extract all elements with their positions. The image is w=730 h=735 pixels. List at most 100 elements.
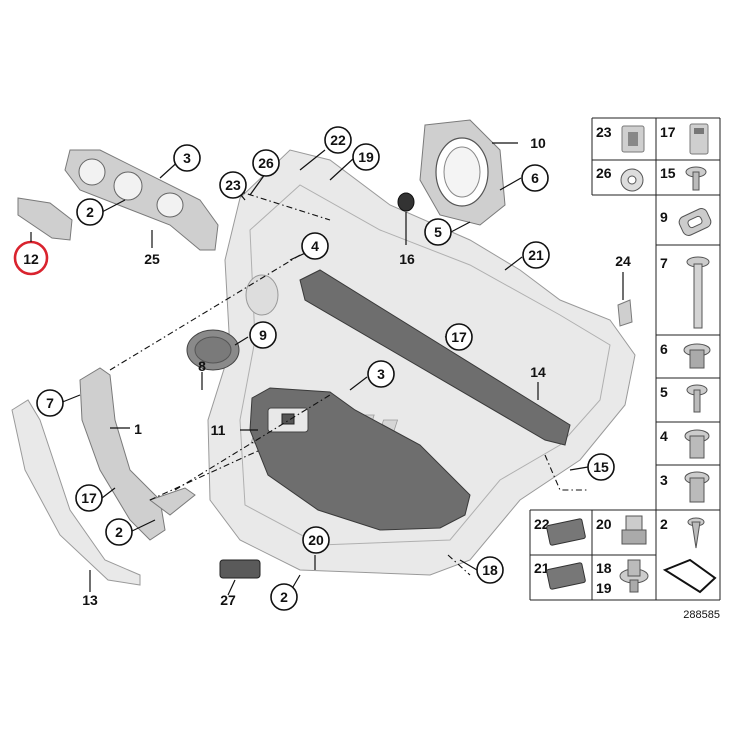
label-8: 8 — [198, 358, 206, 374]
callout-4: 4 — [301, 232, 329, 260]
screw-icon-5 — [686, 384, 708, 413]
label-13: 13 — [82, 592, 98, 608]
callout-18: 18 — [476, 556, 504, 584]
grid-label-19: 19 — [596, 580, 612, 596]
callout-9: 9 — [249, 321, 277, 349]
speaker-opening — [245, 274, 279, 316]
svg-text:10: 10 — [530, 135, 546, 151]
grid-label-3: 3 — [660, 472, 668, 488]
grid-label-2: 2 — [660, 516, 668, 532]
clip-icon-20 — [621, 515, 647, 545]
reference-number: 288585 — [683, 609, 720, 621]
trim-strip-14 — [299, 269, 571, 446]
grid-label-9: 9 — [660, 209, 668, 225]
callout-2-bottom: 2 — [270, 583, 298, 611]
handle-bracket-arm — [148, 487, 196, 516]
clip-icon-6 — [683, 343, 711, 369]
svg-text:17: 17 — [81, 490, 97, 506]
plain-label-group: 25 16 24 8 11 14 1 13 27 — [82, 251, 631, 608]
callout-17-upper: 17 — [445, 323, 473, 351]
module-27 — [219, 559, 261, 579]
grid-label-6: 6 — [660, 341, 668, 357]
svg-text:2: 2 — [280, 589, 288, 605]
svg-text:20: 20 — [308, 532, 324, 548]
handle-trim-25 — [64, 149, 219, 251]
svg-text:12: 12 — [23, 251, 39, 267]
label-27: 27 — [220, 592, 236, 608]
callout-15: 15 — [587, 453, 615, 481]
clip-icon-17 — [689, 123, 709, 155]
svg-text:7: 7 — [46, 395, 54, 411]
clip-icon-21 — [546, 562, 586, 590]
label-16: 16 — [399, 251, 415, 267]
svg-text:2: 2 — [115, 524, 123, 540]
screw-icon-2 — [687, 517, 705, 549]
callout-22: 22 — [324, 126, 352, 154]
callout-5: 5 — [424, 218, 452, 246]
svg-text:3: 3 — [183, 150, 191, 166]
grid-label-7: 7 — [660, 255, 668, 271]
svg-text:2: 2 — [86, 204, 94, 220]
callout-6: 6 — [521, 164, 549, 192]
dash-lines — [109, 189, 588, 576]
label-14: 14 — [530, 364, 546, 380]
cover-cap-12 — [17, 197, 73, 241]
clip-icon-4 — [684, 429, 710, 459]
svg-text:22: 22 — [330, 132, 346, 148]
clip-icon-23 — [621, 125, 645, 153]
arrow-icon — [662, 558, 717, 594]
callout-group: 3 2 26 23 22 19 4 10 6 5 21 9 17 3 7 15 … — [13, 126, 615, 611]
clip-icon-18-19 — [619, 559, 649, 593]
pull-handle-13 — [11, 399, 141, 586]
callout-23: 23 — [219, 171, 247, 199]
label-25: 25 — [144, 251, 160, 267]
clip-icon-22 — [546, 518, 586, 546]
grid-label-18: 18 — [596, 560, 612, 576]
label-24: 24 — [615, 253, 631, 269]
label-11: 11 — [211, 422, 226, 438]
callout-7: 7 — [36, 389, 64, 417]
grid-label-21: 21 — [534, 560, 550, 576]
svg-text:9: 9 — [259, 327, 267, 343]
svg-text:17: 17 — [451, 329, 467, 345]
grid-label-22: 22 — [534, 516, 550, 532]
svg-text:19: 19 — [358, 149, 374, 165]
grommet-icon-9 — [678, 208, 712, 236]
svg-text:18: 18 — [482, 562, 498, 578]
grid-label-23: 23 — [596, 124, 612, 140]
grid-label-4: 4 — [660, 428, 668, 444]
washer-icon-26 — [620, 168, 644, 192]
clip-24 — [617, 299, 633, 327]
plug-16 — [397, 192, 415, 212]
grid-label-20: 20 — [596, 516, 612, 532]
svg-text:26: 26 — [258, 155, 274, 171]
fastener-grid: 23 17 26 15 9 7 6 5 4 3 2 22 20 21 18 19… — [529, 117, 721, 621]
svg-text:23: 23 — [225, 177, 241, 193]
grid-label-5: 5 — [660, 384, 668, 400]
bolt-icon-7 — [686, 256, 710, 329]
callout-10: 10 — [530, 135, 546, 151]
svg-text:4: 4 — [311, 238, 319, 254]
door-panel-inner-frame — [239, 184, 611, 546]
svg-text:6: 6 — [531, 170, 539, 186]
callout-17-lower: 17 — [75, 484, 103, 512]
svg-text:15: 15 — [593, 459, 609, 475]
callout-3-lower: 3 — [367, 360, 395, 388]
handle-carrier-1 — [79, 367, 166, 541]
svg-text:21: 21 — [528, 247, 544, 263]
callout-21: 21 — [522, 241, 550, 269]
callout-20: 20 — [302, 526, 330, 554]
clip-icon-3 — [684, 471, 710, 503]
screw-icon-15 — [685, 166, 707, 191]
speaker-bracket-10 — [419, 119, 506, 226]
grid-label-26: 26 — [596, 165, 612, 181]
grid-label-15: 15 — [660, 165, 676, 181]
callout-26: 26 — [252, 149, 280, 177]
callout-2: 2 — [76, 198, 104, 226]
callout-12-highlighted: 12 — [13, 240, 49, 276]
svg-text:3: 3 — [377, 366, 385, 382]
grid-label-17: 17 — [660, 124, 676, 140]
svg-text:5: 5 — [434, 224, 442, 240]
